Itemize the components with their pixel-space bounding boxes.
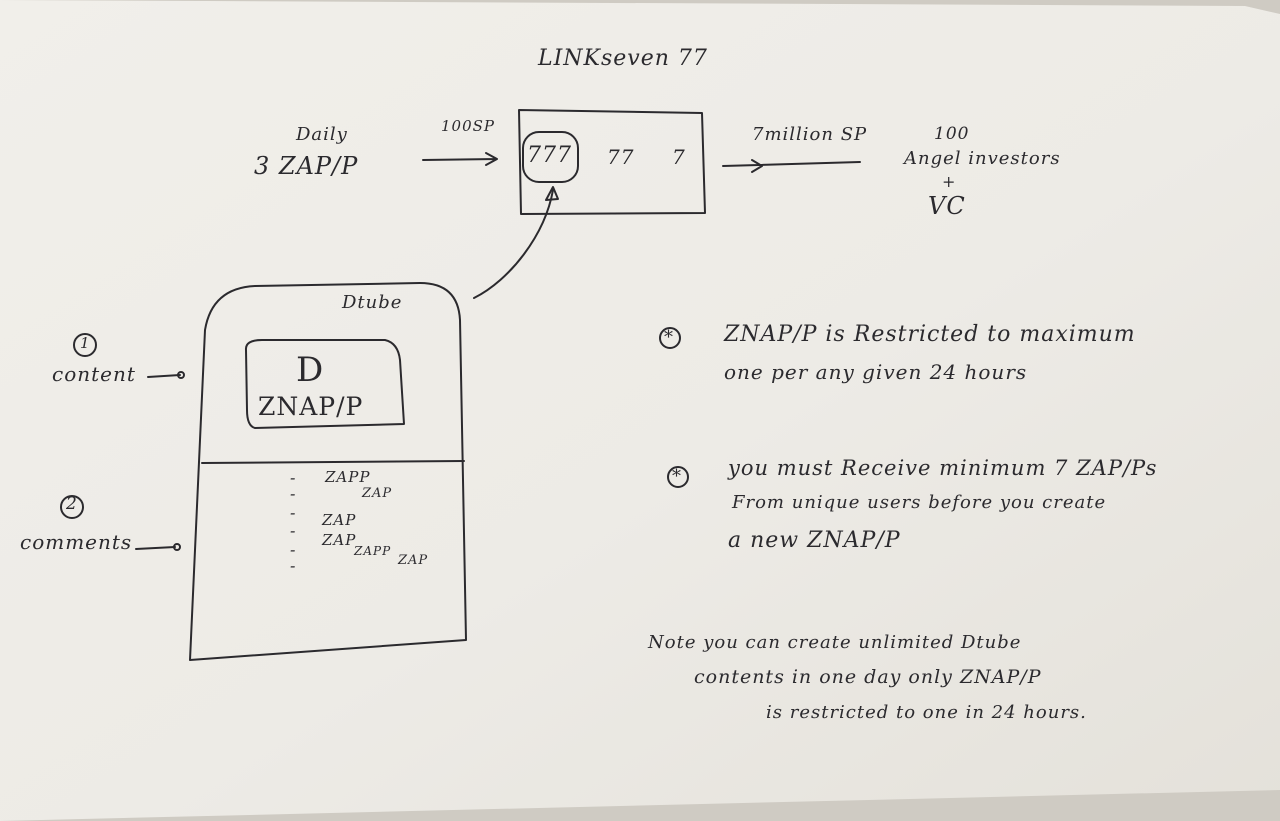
comment-text: ZAPP: [325, 468, 371, 486]
dtube-title: Dtube: [342, 292, 403, 313]
daily-label: Daily: [296, 124, 348, 145]
note-line-3: is restricted to one in 24 hours.: [766, 702, 1087, 723]
content-number: 1: [80, 334, 91, 352]
triangle-pointer: [545, 186, 559, 201]
circle-1: [73, 333, 97, 357]
comment-dash: -: [290, 484, 297, 503]
badge-777: [522, 131, 579, 183]
curve-arrow: [473, 189, 554, 299]
investors-count: 100: [934, 124, 970, 144]
rule-2-marker: *: [672, 466, 682, 487]
output-arrow-label: 7million SP: [752, 124, 868, 145]
box-value-77: 77: [607, 145, 635, 169]
output-arrow: [722, 159, 861, 173]
comments-arrow: [135, 546, 176, 550]
video-box: [244, 339, 405, 429]
investors-label: Angel investors: [904, 148, 1061, 169]
box-value-7: 7: [672, 145, 686, 169]
plus-sign: +: [942, 172, 957, 191]
znap-label: ZNAP/P: [258, 392, 364, 421]
content-arrow: [147, 374, 181, 378]
comment-text: ZAP: [362, 486, 393, 501]
dtube-divider: [201, 460, 465, 464]
comment-text: ZAP: [398, 553, 429, 568]
note-line-2: contents in one day only ZNAP/P: [694, 666, 1042, 688]
comment-dash: -: [290, 521, 297, 540]
star-circle-2: [667, 466, 689, 488]
vc-label: VC: [928, 192, 966, 220]
comment-dash: -: [290, 503, 297, 522]
comment-dash: -: [290, 556, 297, 575]
rule-2-line-2: From unique users before you create: [732, 492, 1107, 513]
rule-2-line-1: you must Receive minimum 7 ZAP/Ps: [728, 456, 1158, 480]
comments-number: 2: [66, 494, 78, 514]
input-arrow-label: 100SP: [441, 117, 495, 135]
comment-text: ZAP: [322, 531, 357, 549]
comment-text: ZAPP: [354, 544, 392, 558]
comment-dash: -: [290, 540, 297, 559]
daily-value: 3 ZAP/P: [254, 152, 359, 180]
box-value-777: 777: [527, 143, 572, 168]
comment-text: ZAP: [322, 511, 357, 529]
circle-2: [60, 495, 84, 519]
comment-dash: -: [290, 468, 297, 487]
input-arrow: [422, 152, 498, 166]
rule-1-line-1: ZNAP/P is Restricted to maximum: [724, 322, 1136, 347]
rule-1-line-2: one per any given 24 hours: [724, 360, 1028, 384]
linkseven-box: [518, 109, 706, 215]
note-line-1: Note you can create unlimited Dtube: [648, 632, 1022, 653]
content-label: content: [52, 362, 136, 386]
comments-label: comments: [20, 530, 133, 554]
rule-1-marker: *: [664, 327, 674, 348]
diagram-title: LINKseven 77: [538, 46, 708, 71]
dtube-frame: [189, 282, 467, 661]
rule-2-line-3: a new ZNAP/P: [728, 528, 901, 553]
dtube-logo: D: [296, 350, 325, 390]
star-circle-1: [659, 327, 681, 349]
